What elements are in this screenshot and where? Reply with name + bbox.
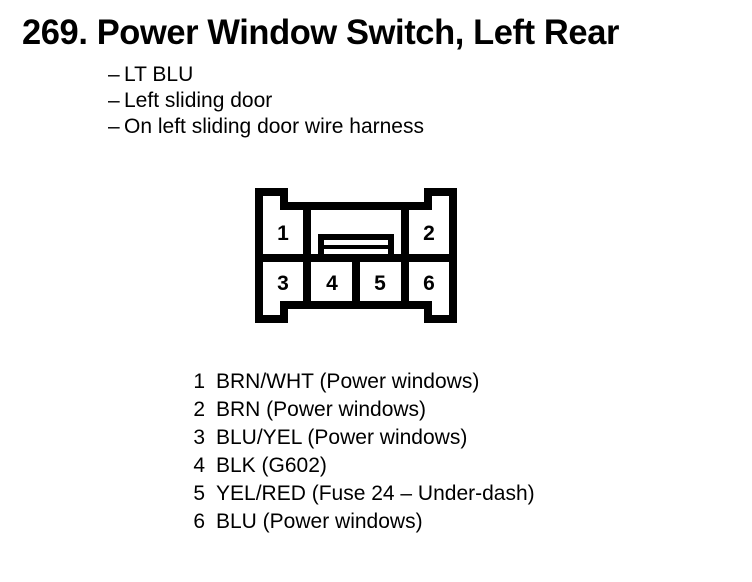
dash-bullet-icon: – xyxy=(108,63,120,86)
legend-pin-number: 1 xyxy=(193,370,205,393)
legend-row: 5 YEL/RED (Fuse 24 – Under-dash) xyxy=(183,480,723,508)
pin-number-6: 6 xyxy=(423,272,435,295)
title-block: 269. Power Window Switch, Left Rear xyxy=(22,12,734,54)
pin-number-3: 3 xyxy=(277,272,289,295)
pin-number-5: 5 xyxy=(374,272,386,295)
legend-pin-number: 6 xyxy=(193,510,205,533)
legend-pin-description: BLU/YEL (Power windows) xyxy=(216,426,468,449)
pin-number-2: 2 xyxy=(423,222,435,245)
descriptor-text: On left sliding door wire harness xyxy=(124,115,424,138)
dash-bullet-icon: – xyxy=(108,115,120,138)
descriptor-text: LT BLU xyxy=(124,63,194,86)
legend-row: 2 BRN (Power windows) xyxy=(183,396,723,424)
pin-legend-list: 1 BRN/WHT (Power windows) 2 BRN (Power w… xyxy=(183,368,723,536)
descriptor-list: – LT BLU – Left sliding door – On left s… xyxy=(108,62,708,140)
legend-pin-description: BLK (G602) xyxy=(216,454,327,477)
connector-face-svg: 1 2 3 4 5 6 xyxy=(255,188,457,323)
descriptor-item: – On left sliding door wire harness xyxy=(108,114,708,140)
legend-pin-number: 3 xyxy=(193,426,205,449)
connector-diagram: 1 2 3 4 5 6 xyxy=(246,186,466,338)
legend-pin-description: YEL/RED (Fuse 24 – Under-dash) xyxy=(216,482,535,505)
connector-outline-path xyxy=(255,188,457,323)
legend-row: 1 BRN/WHT (Power windows) xyxy=(183,368,723,396)
pin-number-4: 4 xyxy=(326,272,338,295)
legend-pin-number: 5 xyxy=(193,482,205,505)
pin-number-1: 1 xyxy=(277,222,289,245)
descriptor-item: – LT BLU xyxy=(108,62,708,88)
legend-row: 6 BLU (Power windows) xyxy=(183,508,723,536)
legend-pin-description: BRN (Power windows) xyxy=(216,398,427,421)
legend-row: 4 BLK (G602) xyxy=(183,452,723,480)
legend-pin-description: BLU (Power windows) xyxy=(216,510,423,533)
legend-pin-number: 4 xyxy=(193,454,205,477)
descriptor-item: – Left sliding door xyxy=(108,88,708,114)
legend-pin-description: BRN/WHT (Power windows) xyxy=(216,370,480,393)
page-title: 269. Power Window Switch, Left Rear xyxy=(22,13,620,52)
legend-row: 3 BLU/YEL (Power windows) xyxy=(183,424,723,452)
legend-pin-number: 2 xyxy=(193,398,205,421)
descriptor-text: Left sliding door xyxy=(124,89,273,112)
locking-tab-icon xyxy=(318,234,394,261)
dash-bullet-icon: – xyxy=(108,89,120,112)
